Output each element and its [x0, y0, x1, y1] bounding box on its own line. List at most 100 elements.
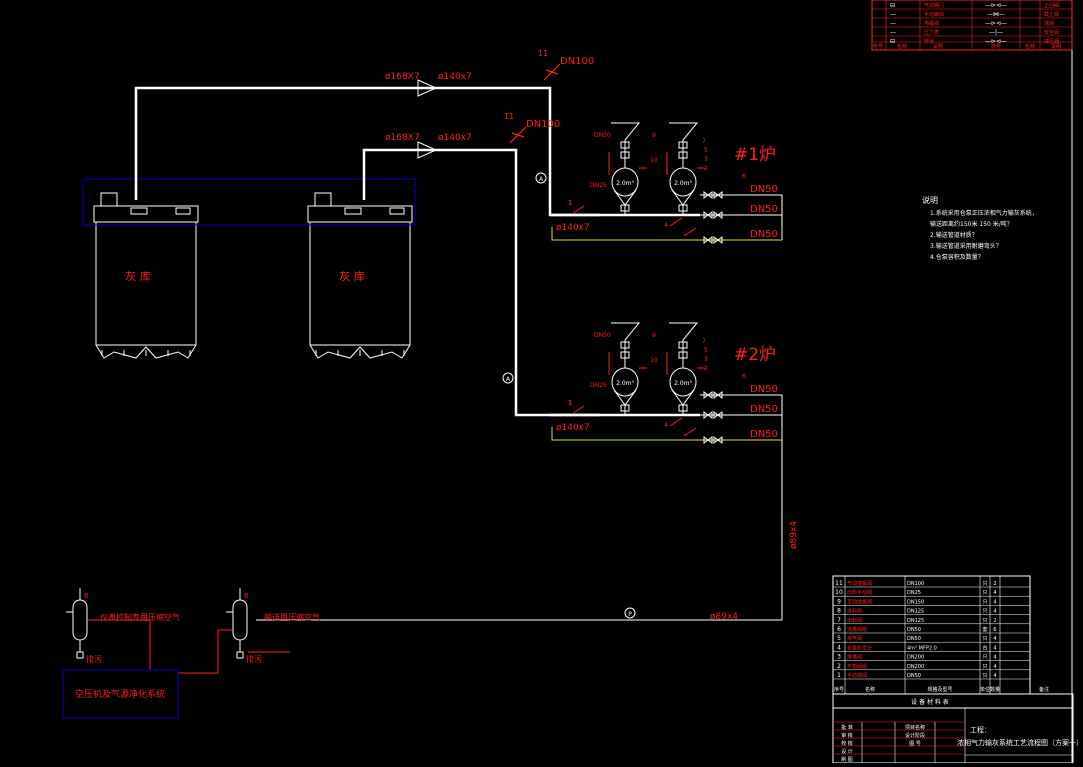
- bom-name: 排堵阀: [847, 654, 862, 661]
- title-label: 图 号: [909, 741, 921, 747]
- legend-name: 压力表: [924, 29, 939, 36]
- bom-spec: DN100: [907, 581, 924, 587]
- valve-mark: [545, 69, 559, 75]
- feed-valve-icon: [620, 151, 630, 159]
- instrument-air-line: [551, 427, 782, 441]
- roof-nozzle: [344, 207, 362, 215]
- bom-qty: 4: [993, 599, 996, 605]
- notes-title: 说明: [922, 195, 938, 205]
- bag-filter-icon: [100, 192, 118, 207]
- silo-roof: [307, 205, 413, 223]
- line-size-label: DN50: [750, 429, 778, 440]
- bom-no: 3: [837, 654, 841, 661]
- pump-cone: [613, 389, 637, 406]
- component-tag: 5: [704, 347, 708, 354]
- bom-unit: 套: [982, 626, 987, 633]
- bom-unit: 只: [982, 664, 987, 670]
- roof-nozzle: [130, 207, 148, 215]
- bom-no: 10: [835, 589, 843, 596]
- bom-header: 备注: [1039, 686, 1049, 693]
- bom-unit: 只: [982, 618, 987, 624]
- bom-no: 1: [837, 672, 841, 679]
- bom-spec: 4m³ MFP2.0: [907, 645, 937, 651]
- pump-volume-label: 2.0m³: [674, 180, 692, 187]
- instrument-tick: [571, 205, 585, 215]
- component-tag: 1: [568, 400, 572, 407]
- bom-name: 气动插板阀: [847, 580, 872, 587]
- line-size-label: DN50: [750, 404, 778, 415]
- air-receiver-tank: [72, 599, 88, 641]
- bom-spec: DN125: [907, 609, 924, 615]
- component-tag: 6: [742, 173, 746, 180]
- instrument-tick: [683, 427, 697, 437]
- component-tag: 5: [704, 147, 708, 154]
- pipe-size-label: ø89x4: [789, 521, 799, 549]
- drain-label: 排污: [246, 654, 262, 664]
- legend-table: ⊟气动阀门—⊳⊲—止回阀—手动蝶阀—⋈—截止阀—电磁阀—⊳⊲—球阀—压力表—|—…: [871, 0, 1073, 51]
- outlet-valve-icon: [678, 204, 688, 212]
- pump-vessel: [669, 367, 697, 397]
- bom-qty: 4: [993, 645, 996, 651]
- bom-qty: 4: [993, 664, 996, 670]
- pump-vessel: [611, 367, 639, 397]
- legend-name: 手动蝶阀: [924, 11, 944, 18]
- pipe-size-label: ø140x7: [556, 423, 590, 433]
- line-size-label: DN50: [750, 204, 778, 215]
- bom-name: 手动插板阀: [847, 598, 872, 605]
- pipe-size-label: ø168X7: [385, 133, 420, 143]
- bom-spec: DN200: [907, 664, 924, 670]
- instrument-air-feed: [88, 619, 151, 670]
- component-tag: 4: [664, 222, 668, 229]
- bom-qty: 2: [993, 581, 996, 587]
- title-label: 制 图: [841, 756, 853, 763]
- air-line: [700, 394, 783, 440]
- component-tag: DN50: [594, 332, 611, 339]
- legend-mark: —⋈—: [987, 11, 1005, 18]
- feed-valve-icon: [678, 341, 688, 349]
- bom-name: 出料阀: [847, 617, 862, 624]
- bom-qty: 2: [993, 618, 996, 624]
- drain-valve-icon: [76, 651, 84, 659]
- component-tag: DN25: [590, 182, 607, 189]
- silo-cone: [95, 344, 197, 359]
- silo-roof: [93, 205, 199, 223]
- line-valve-icon: [713, 411, 723, 419]
- legend-name: 电磁阀: [924, 20, 939, 27]
- roof-nozzle: [175, 207, 191, 215]
- bom-unit: 只: [982, 636, 987, 642]
- air-receiver-tank: [232, 599, 248, 641]
- outlet-valve-icon: [678, 404, 688, 412]
- drain-label: 排污: [86, 654, 102, 664]
- outlet-valve-icon: [620, 204, 630, 212]
- feed-hopper-icon: [611, 322, 641, 341]
- legend-footer: 符号: [873, 43, 883, 50]
- bom-unit: 只: [982, 673, 987, 679]
- bom-no: 4: [837, 644, 841, 651]
- title-label: 设 计: [841, 748, 853, 755]
- bom-name: 排气阀: [847, 635, 862, 642]
- component-tag: 9: [652, 332, 656, 339]
- component-tag: 10: [650, 157, 658, 164]
- outlet-valve-icon: [620, 404, 630, 412]
- bom-qty: 6: [993, 627, 996, 633]
- pipe-tag: 1: [568, 199, 572, 207]
- legend-desc: 截止阀: [1044, 11, 1059, 18]
- line-valve-icon: [703, 236, 713, 244]
- project-label: 工程：: [970, 725, 991, 734]
- bom-qty: 4: [993, 673, 996, 679]
- bom-spec: DN150: [907, 599, 924, 605]
- instrument-tick: [669, 417, 683, 427]
- title-label: 设计阶段: [905, 732, 925, 739]
- conveying-pipe: [362, 148, 600, 417]
- pressure-point-label: P: [628, 611, 632, 618]
- compressor-system-box: [62, 669, 179, 719]
- line-valve-icon: [713, 391, 723, 399]
- furnace-name: #2炉: [734, 345, 776, 365]
- legend-mark: —|—: [989, 29, 1003, 36]
- line-valve-icon: [713, 436, 723, 444]
- air-header-pipe: [256, 440, 783, 621]
